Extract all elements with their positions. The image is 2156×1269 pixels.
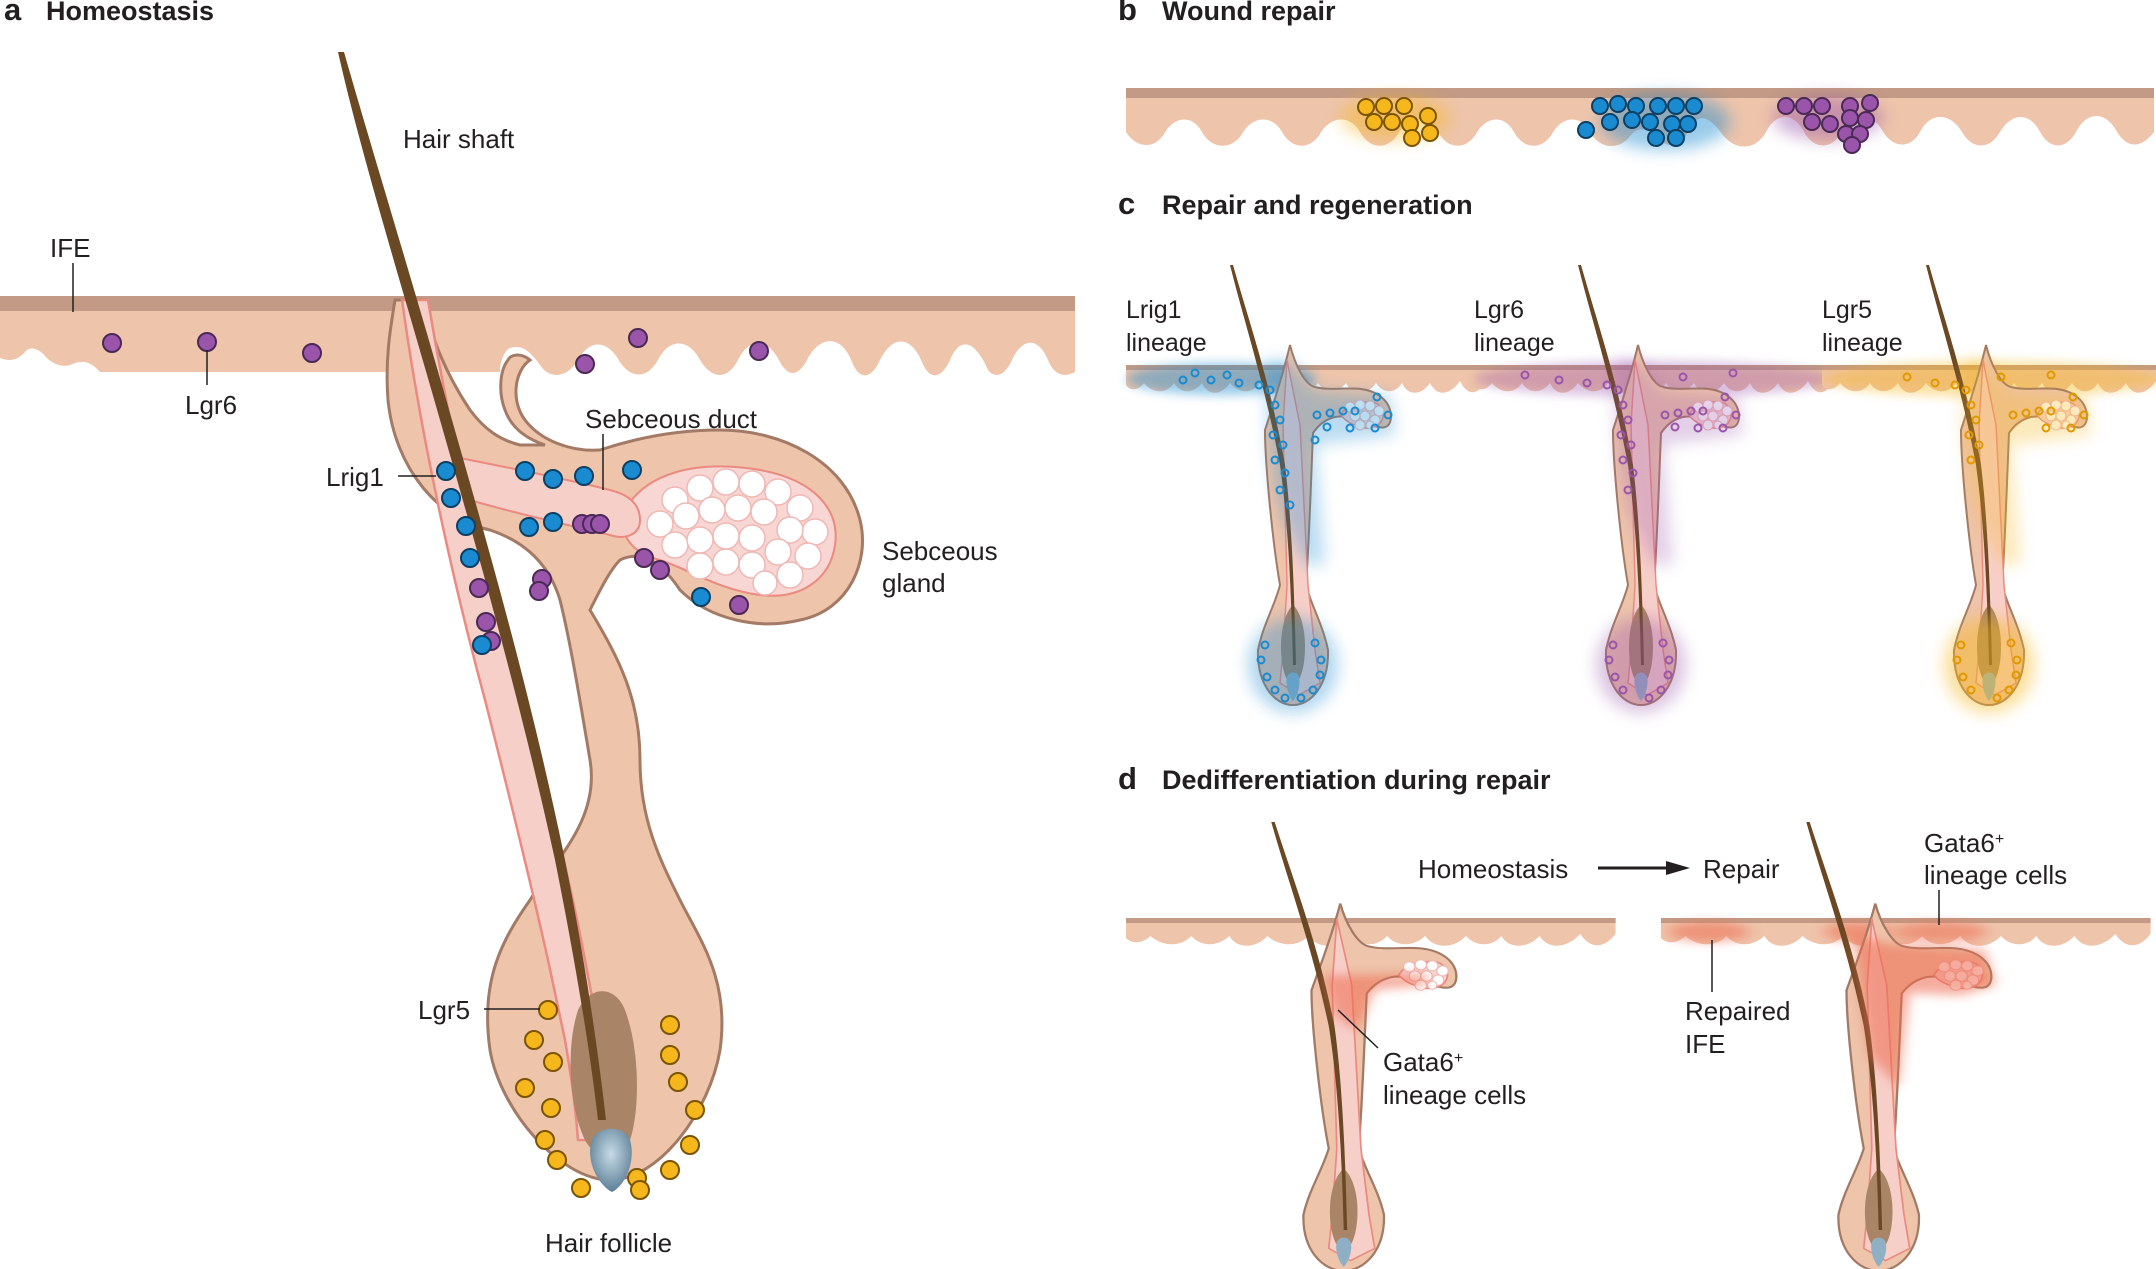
panel-c-letter: c	[1118, 186, 1135, 221]
dermal-papilla	[590, 1128, 632, 1192]
lineage-lgr6: Lgr6 lineage	[1474, 264, 1834, 713]
label-repaired-ife-1: Repaired	[1685, 996, 1791, 1026]
lgr6-cells-b	[1777, 94, 1879, 154]
label-lrig1: Lrig1	[326, 462, 384, 492]
panel-a: a Homeostasis	[0, 0, 1075, 1258]
label-repaired-ife-2: IFE	[1685, 1029, 1725, 1059]
panel-a-letter: a	[4, 0, 22, 27]
label-repair: Repair	[1703, 854, 1780, 884]
panel-d-title: Dedifferentiation during repair	[1162, 765, 1551, 795]
lrig1-cells-a	[436, 460, 711, 655]
panel-b-letter: b	[1118, 0, 1137, 27]
lrig1-lineage-suffix: lineage	[1126, 329, 1207, 357]
leader-lines-a	[72, 263, 604, 1010]
label-homeostasis: Homeostasis	[1418, 854, 1568, 884]
lgr5-lineage-suffix: lineage	[1822, 329, 1903, 357]
label-lgr5: Lgr5	[418, 995, 470, 1025]
label-hair-follicle: Hair follicle	[545, 1228, 672, 1258]
epidermis-a	[0, 296, 1075, 376]
stratum-corneum-b	[1126, 88, 2154, 98]
label-gata6-left-1: Gata6+	[1383, 1047, 1463, 1077]
label-ife: IFE	[50, 233, 90, 263]
panel-c: c Repair and regeneration Lrig1 lineage	[1118, 186, 2156, 713]
lgr6-lineage-suffix: lineage	[1474, 329, 1555, 357]
label-sebceous-duct: Sebceous duct	[585, 404, 758, 434]
panel-b-title: Wound repair	[1162, 0, 1336, 26]
panel-d-letter: d	[1118, 761, 1137, 796]
label-hair-shaft: Hair shaft	[403, 124, 515, 154]
lrig1-cells-b	[1577, 95, 1703, 147]
label-gata6-right-2: lineage cells	[1924, 860, 2067, 890]
lgr5-cells-a	[515, 1000, 705, 1200]
label-sebceous-gland-2: gland	[882, 568, 946, 598]
stratum-corneum-a	[0, 296, 1075, 311]
sebocytes	[646, 468, 829, 596]
label-gata6-left-2: lineage cells	[1383, 1080, 1526, 1110]
panel-d: d Dedifferentiation during repair	[1118, 761, 2151, 1269]
lineage-lgr5: Lgr5 lineage	[1822, 264, 2156, 713]
panel-c-title: Repair and regeneration	[1162, 190, 1473, 220]
lgr5-lineage-name: Lgr5	[1822, 296, 1872, 324]
dedifferentiation-repair	[1661, 820, 2151, 1269]
leader-lines-d	[1337, 890, 1940, 1049]
label-lgr6: Lgr6	[185, 390, 237, 420]
lrig1-lineage-name: Lrig1	[1126, 296, 1182, 324]
lineage-lrig1: Lrig1 lineage	[1126, 264, 1486, 713]
lgr6-lineage-name: Lgr6	[1474, 296, 1524, 324]
lgr5-cells-b	[1357, 97, 1439, 147]
panel-b: b Wound repair	[1118, 0, 2154, 154]
dedifferentiation-homeostasis	[1126, 820, 1616, 1269]
panel-a-title: Homeostasis	[46, 0, 214, 26]
label-gata6-right-1: Gata6+	[1924, 828, 2004, 858]
label-sebceous-gland-1: Sebceous	[882, 536, 998, 566]
arrow-homeostasis-to-repair	[1598, 861, 1690, 875]
